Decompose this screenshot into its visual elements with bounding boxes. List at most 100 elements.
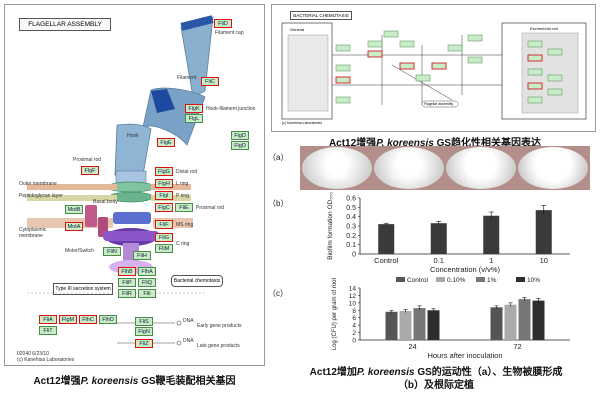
label-filament-cap: Filament cap [215,30,244,36]
label-distal-rod: Distal rod [176,169,198,175]
label-l-ring: L ring [176,181,189,187]
gene-flhb: FlhB [118,267,136,276]
label-outer-membrane: Outer membrane [19,181,57,187]
label-filament: Filament [177,75,197,81]
gene-flif: FliF [155,220,173,229]
label-basal-body: Basal body [93,199,118,205]
y-tick-label-4: 8 [352,308,356,315]
gene-flgl: FlgL [185,114,203,123]
plate-10 [518,147,588,189]
motor-switch-shape [103,231,159,241]
gene-flit-reg: FliT [39,326,57,335]
chemotaxis-diagram [281,22,587,120]
legend-label-2: 1% [487,277,497,284]
y-axis-label: Log (CFU) per gram of root [332,277,338,350]
caption-chemotaxis: Act12增强P. koreensis GS趋化性相关基因表达 [280,134,590,149]
label-motor-switch: Motor/Switch [65,248,94,254]
plate-label-control: Control [325,174,349,181]
gene-flgc: FlgC [155,203,173,212]
gene-flig: FliG [155,233,173,242]
chemotaxis-title-box: BACTERIAL CHEMOTAXIS [290,11,352,20]
x-tick-label-1: 0.1 [434,256,444,265]
rod-shape [114,123,152,176]
bar-1 [430,223,447,254]
y-axis-label: Biofilm formation OD₅₇₀ [327,192,334,260]
label-dna-1: DNA [183,318,194,324]
plates-strip: Control 0.1% Act12 1% Act12 10% Act12 [300,146,590,190]
caption-bottom: Act12增加P. koreensis GS的运动性（a）、生物被膜形成 （b）… [276,366,596,392]
bar-1-1 [504,304,517,340]
gene-flgi: FlgI [155,191,173,200]
y-tick-label-0: 0 [352,252,356,259]
panel-label-b: （b） [268,199,289,208]
x-tick-label-1: 72 [513,342,521,351]
y-tick-label-7: 14 [349,286,357,293]
chemotaxis-ecoli-label: Escherichia coli [530,26,558,31]
ms-ring [113,212,151,224]
gene-flis-reg: FliS [135,317,153,326]
gene-flid: FliD [214,19,232,28]
y-tick-label-2: 0.2 [346,233,356,240]
filament-cap-shape [180,15,214,31]
gene-flgf: FlgF [81,166,99,175]
gene-flge: FlgE [157,138,175,147]
label-cytoplasmic-membrane: Cytoplasmic membrane [19,227,47,239]
caption-flagellar-species: P. koreensis [80,376,139,387]
caption-flagellar: Act12增强P. koreensis GS鞭毛装配相关基因 [4,372,265,387]
chemotaxis-panel: BACTERIAL CHEMOTAXIS [271,4,596,132]
y-tick-label-2: 4 [352,323,356,330]
y-tick-label-0: 0 [352,338,356,345]
label-hook-filament: Hook-filament junction [206,106,256,112]
gene-flgk: FlgK [185,104,203,113]
x-tick-label-3: 10 [540,256,548,265]
caption-chemotaxis-post: GS趋化性相关基因表达 [433,138,542,149]
gene-flgn-reg: FlgN [135,327,153,336]
label-peptidoglycan: Peptidoglycan layer [19,193,63,199]
caption-bottom-post: GS的运动性（a）、生物被膜形成 [414,367,563,378]
flagellar-assembly-panel: FLAGELLAR ASSEMBLY [4,4,265,366]
gene-fliq: FliQ [138,278,156,287]
plate-0-1 [374,147,444,189]
bar-1-3 [532,300,545,340]
y-tick-label-3: 0.3 [346,224,356,231]
plate-control [302,147,372,189]
caption-flagellar-pre: Act12增强 [33,376,81,387]
gene-flim: FliM [155,244,173,253]
chemotaxis-general-label: General [290,27,305,32]
footer-map-id: 02040 6/23/10 [17,351,49,357]
label-dna-2: DNA [183,338,194,344]
label-hook: Hook [127,133,139,139]
label-c-ring: C ring [176,241,190,247]
x-tick-label-2: 1 [489,256,493,265]
legend-swatch-3 [516,277,525,282]
motb-shape [85,205,97,227]
label-proximal-rod: Proximal rod [73,157,102,163]
y-tick-label-6: 12 [349,293,357,300]
type3-secretion-box: Type III secretion system [53,283,113,295]
gene-flii: FliI [138,289,156,298]
outer-membrane [27,184,117,190]
x-axis-label: Concentration (v/v%) [430,265,501,274]
caption-chemotaxis-pre: Act12增强 [328,138,377,149]
label-proximal-rod-2: Proximal rod [196,205,225,211]
bar-2 [483,215,500,254]
bar-0 [378,224,395,254]
plate-1 [446,147,516,189]
peptidoglycan-layer [27,195,117,201]
gene-flie: FliE [175,203,193,212]
flagellar-title-box: FLAGELLAR ASSEMBLY [19,18,111,31]
bar-0-1 [399,311,412,340]
label-p-ring: P ring [176,193,189,199]
bar-1-2 [518,299,531,340]
gene-flgg: FlgG [155,167,173,176]
bar-0-2 [413,308,426,340]
bar-0-3 [427,310,440,340]
caption-bottom-species: P. koreensis [356,367,415,378]
label-early-gene: Early gene products [197,323,242,329]
gene-flhd-reg: FlhD [99,315,117,324]
gene-flgm-reg: FlgM [59,315,77,324]
gene-flha: FlhA [138,267,156,276]
gene-motb: MotB [65,205,83,214]
gene-flih: FliH [133,251,151,260]
